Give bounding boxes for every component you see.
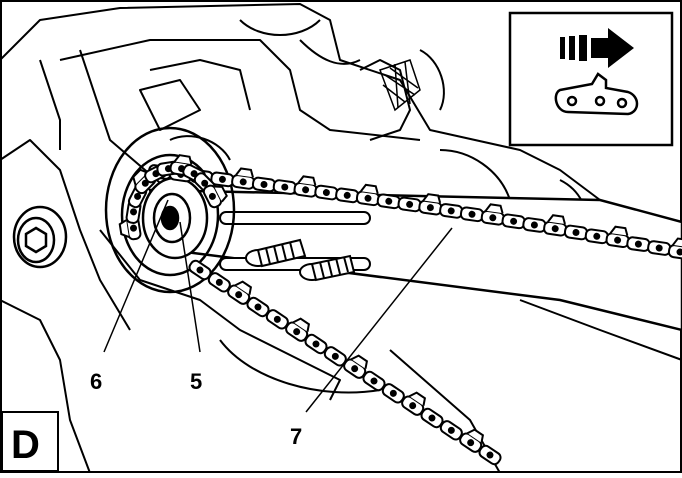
bolt-head xyxy=(12,205,68,269)
chain-cutter-link xyxy=(285,317,311,342)
chain-link xyxy=(478,444,502,466)
chain-link xyxy=(501,213,526,230)
chain-link xyxy=(335,187,360,204)
grille xyxy=(379,59,421,112)
chain-link xyxy=(439,420,463,441)
chain-link xyxy=(381,383,405,404)
callout-5: 5 xyxy=(190,369,202,394)
chain-link xyxy=(459,206,485,223)
bar-slot-upper xyxy=(219,211,371,225)
callout-7: 7 xyxy=(290,424,302,449)
chain-link xyxy=(265,309,289,330)
chain-link xyxy=(563,224,589,241)
chain-direction-arrow-icon xyxy=(560,28,634,68)
chain-link xyxy=(626,236,651,252)
saw-chain-bottom xyxy=(188,259,502,466)
clutch-drum xyxy=(104,126,236,294)
chain-link xyxy=(376,193,401,210)
chain-link xyxy=(314,184,339,201)
chain-cutter-link xyxy=(480,203,505,226)
chain-link xyxy=(439,203,464,219)
chain-cutter-link xyxy=(355,183,381,207)
panel-letter: D xyxy=(11,423,40,467)
callout-6: 6 xyxy=(90,369,102,394)
chain-link xyxy=(397,196,422,213)
bar-studs xyxy=(245,238,356,282)
chain-link-icon xyxy=(554,72,639,116)
leader-lines xyxy=(103,199,453,413)
chain-link xyxy=(522,217,547,233)
chain-cutter-link xyxy=(605,225,630,249)
chain-link xyxy=(272,179,297,195)
saw-chain-top xyxy=(147,159,682,260)
chain-link xyxy=(251,176,277,193)
chain-cutter-link xyxy=(667,237,682,260)
chain-link xyxy=(584,228,609,245)
panel-letter-box xyxy=(1,411,59,472)
inset-box xyxy=(508,11,674,147)
chain-cutter-link xyxy=(202,184,228,209)
chain-cutter-link xyxy=(227,280,253,305)
saw-chain-sprocket xyxy=(118,154,228,241)
sprocket xyxy=(141,176,209,260)
chain-link xyxy=(647,240,672,256)
